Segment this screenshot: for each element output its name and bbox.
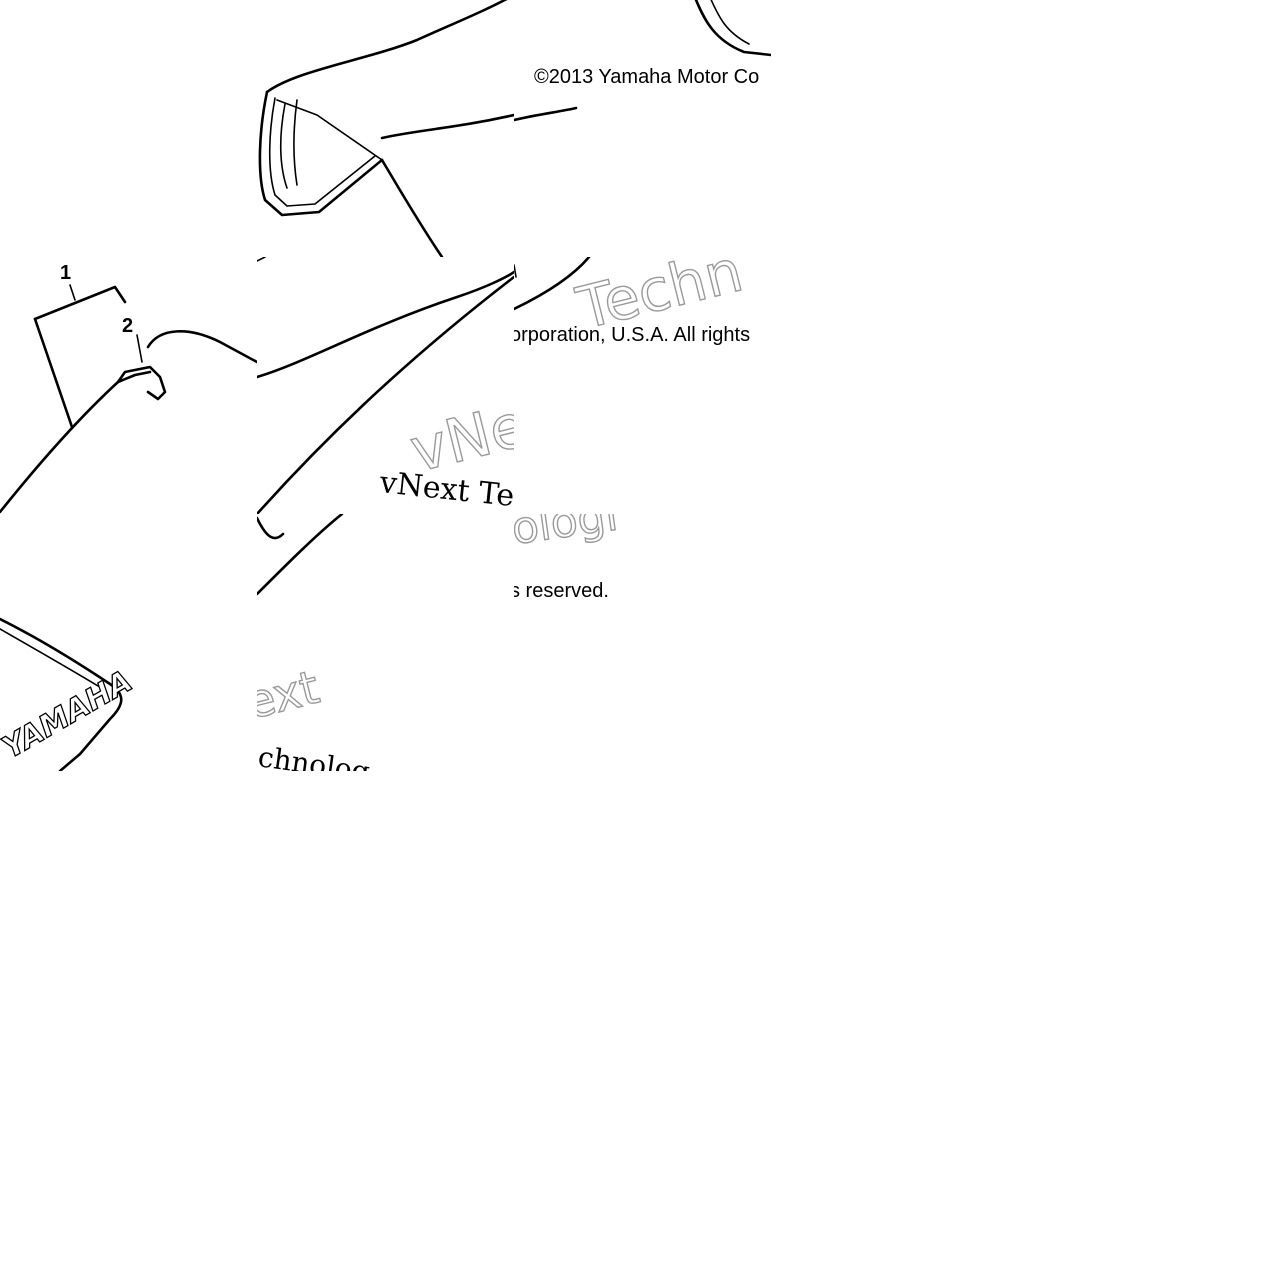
grip-drawing: YAMAHA [0, 617, 139, 771]
copyright-line-2: orporation, U.S.A. All rights [514, 324, 751, 346]
yamaha-logo-text: YAMAHA [0, 664, 138, 766]
callout-2-label: 2 [122, 315, 133, 337]
diagram-tile-mirror-stem: ©2013 Yamaha Motor Co [514, 0, 771, 257]
diagram-tile-reserved: ologi s reserved. [514, 514, 771, 771]
decal-drawing: 1 2 [0, 262, 257, 514]
diagram-tile-grip: YAMAHA [0, 514, 257, 771]
diagram-tile-lower-cover: ext chnolog [257, 514, 514, 771]
diagram-tile-copyright: Techn orporation, U.S.A. All rights [514, 257, 771, 514]
mirror-head-drawing [258, 0, 514, 257]
watermark-fragment-ologi: ologi [514, 514, 621, 555]
watermark-fragment-vnext: vNext Te [377, 465, 514, 514]
watermark-fragment-chnolog: chnolog [257, 740, 372, 771]
copyright-area-drawing: Techn [514, 257, 750, 344]
callout-1-label: 1 [60, 262, 71, 284]
reserved-area-drawing: ologi [514, 514, 621, 556]
watermark-fragment-ext: ext [257, 660, 324, 730]
lower-cover-drawing: ext chnolog [257, 514, 372, 771]
diagram-tile-mirror-head [257, 0, 514, 257]
diagram-tile-cover: vNe vNext Te [257, 257, 514, 514]
cover-drawing: vNe vNext Te [257, 257, 514, 514]
diagram-tile-decal: 1 2 [0, 257, 257, 514]
copyright-line-1: ©2013 Yamaha Motor Co [534, 66, 760, 88]
mirror-stem-drawing [514, 0, 771, 122]
copyright-line-3: s reserved. [514, 580, 609, 602]
